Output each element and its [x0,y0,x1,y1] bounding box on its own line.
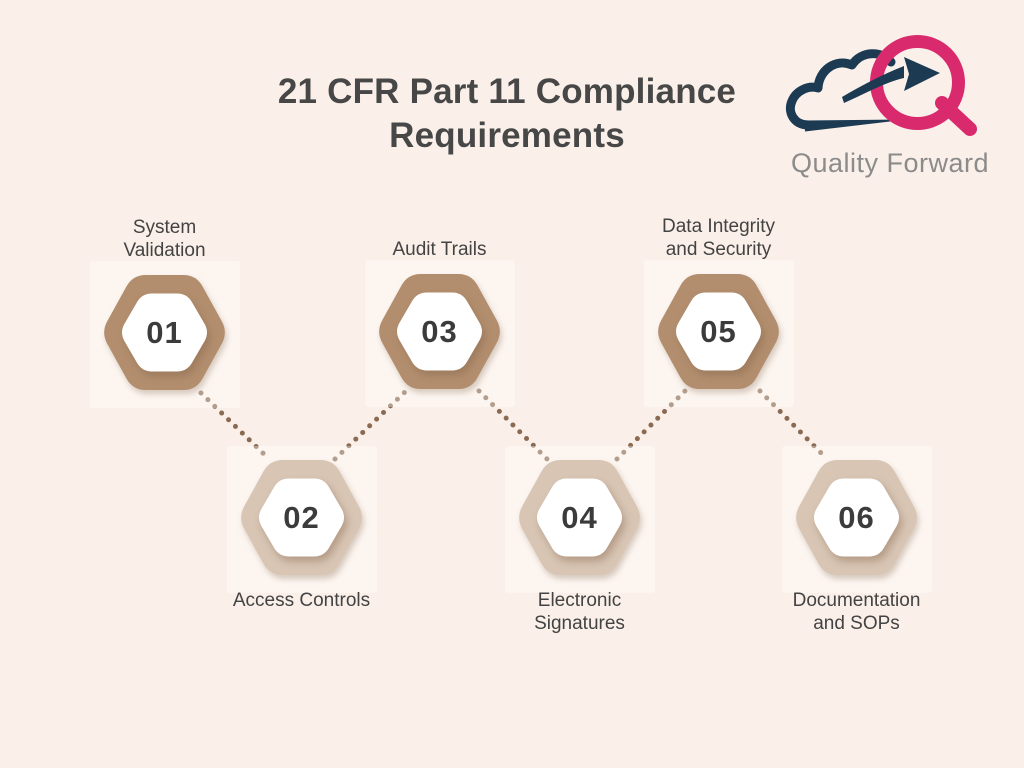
step-number: 06 [838,499,875,535]
step-number: 01 [146,314,183,350]
brand-logo: Quality Forward [785,26,994,179]
page-title-line-1: 21 CFR Part 11 Compliance [277,72,737,111]
step-label: Access Controls [232,590,371,611]
step-node-05: 05 Data Integrity and Security [644,216,794,407]
step-node-02: 02 Access Controls [227,446,377,611]
step-number: 04 [561,499,598,535]
hexagon-shape [658,274,779,389]
step-node-03: 03 Audit Trails [365,239,515,407]
page-title-line-2: Requirements [389,116,625,155]
step-label: System Validation [123,217,206,261]
brand-name: Quality Forward [790,148,990,178]
page-title: 21 CFR Part 11 Compliance Requirements [0,70,1014,158]
hexagon-shape [519,460,640,575]
step-number: 05 [700,313,737,349]
step-label: Audit Trails [392,238,487,260]
hexagon-shape [379,274,500,389]
step-number: 03 [421,313,458,349]
cloud-arrow-q-logo-icon [785,35,977,136]
step-label: Data Integrity and Security [662,216,775,260]
step-node-01: 01 System Validation [90,217,240,408]
hexagon-shape [241,460,362,575]
step-number: 02 [283,499,320,535]
step-label: Electronic Signatures [534,590,625,634]
step-node-06: 06 Documentation and SOPs [782,446,932,634]
step-node-04: 04 Electronic Signatures [505,446,655,634]
hexagon-shape [104,275,225,390]
hexagon-shape [796,460,917,575]
step-label: Documentation and SOPs [792,590,921,634]
